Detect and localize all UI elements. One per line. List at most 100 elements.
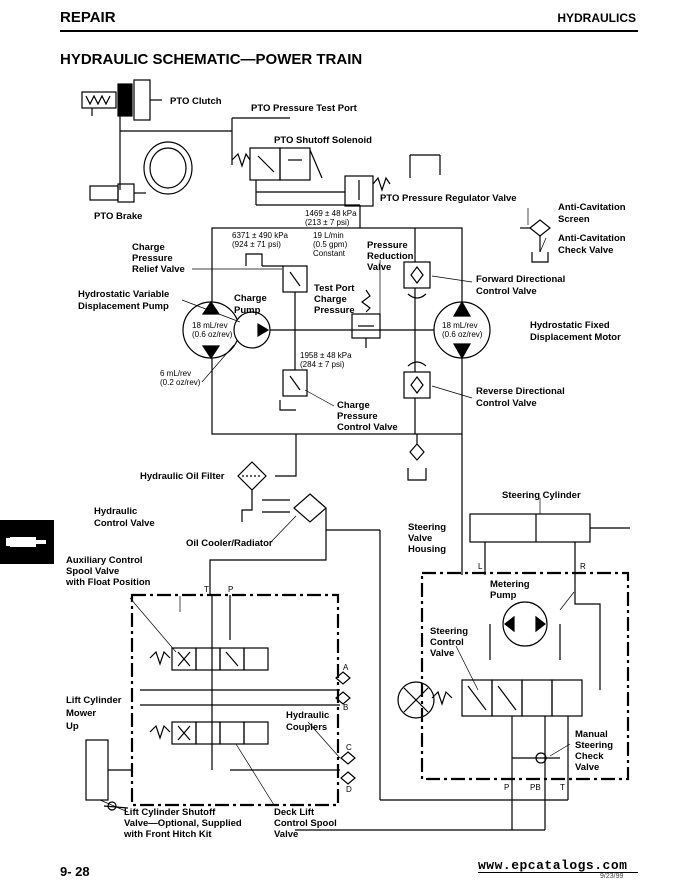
label-test-port-3: Pressure [314, 305, 355, 316]
label-charge-control-3: Control Valve [337, 422, 398, 433]
pto-shutoff-solenoid-symbol [231, 147, 323, 181]
pto-brake-symbol [89, 141, 193, 203]
port-p: P [228, 585, 233, 594]
label-anti-cav-screen-1: Anti-Cavitation [558, 202, 626, 213]
deck-lift-spool-valve-symbol [149, 721, 269, 745]
charge-pump-symbol [233, 311, 271, 349]
value-pump-disp-2: (0.6 oz/rev) [192, 330, 233, 339]
port-r: R [580, 562, 586, 571]
label-manual-check-3: Check [575, 751, 604, 762]
label-pressure-reduction-1: Pressure [367, 240, 408, 251]
label-lift-cyl-3: Up [66, 721, 79, 732]
steering-cylinder-symbol [469, 513, 630, 543]
label-manual-check-2: Steering [575, 740, 613, 751]
label-hyd-couplers-2: Couplers [286, 722, 327, 733]
label-deck-lift-3: Valve [274, 829, 298, 840]
label-anti-cav-check-1: Anti-Cavitation [558, 233, 626, 244]
footer-date: 9/23/99 [600, 873, 624, 880]
value-pto-reg-1: 1469 ± 48 kPa [305, 209, 357, 218]
pto-clutch-symbol [81, 79, 162, 121]
label-steering-housing-3: Housing [408, 544, 446, 555]
auxiliary-spool-valve-symbol [149, 647, 269, 671]
port-t: T [204, 585, 209, 594]
label-lift-shutoff-3: with Front Hitch Kit [123, 829, 212, 840]
value-relief-2: (924 ± 71 psi) [232, 240, 281, 249]
label-charge-relief-1: Charge [132, 242, 165, 253]
value-charge-ctrl-2: (284 ± 7 psi) [300, 360, 345, 369]
label-hyd-control-valve-2: Control Valve [94, 518, 155, 529]
label-charge-control-2: Pressure [337, 411, 378, 422]
label-lift-shutoff-2: Valve—Optional, Supplied [124, 818, 242, 829]
value-pto-reg-2: (213 ± 7 psi) [305, 218, 350, 227]
label-hydro-motor-2: Displacement Motor [530, 332, 621, 343]
value-flow-3: Constant [313, 249, 346, 258]
label-pto-shutoff: PTO Shutoff Solenoid [274, 135, 372, 146]
label-pressure-reduction-2: Reduction [367, 251, 414, 262]
label-charge-pump-1: Charge [234, 293, 267, 304]
label-pto-clutch: PTO Clutch [170, 96, 222, 107]
steering-valve-housing [420, 571, 630, 781]
label-hyd-couplers-1: Hydraulic [286, 710, 329, 721]
label-pressure-reduction-3: Valve [367, 262, 391, 273]
label-hyd-control-valve-1: Hydraulic [94, 506, 137, 517]
label-steering-control-3: Valve [430, 648, 454, 659]
label-anti-cav-screen-2: Screen [558, 214, 590, 225]
metering-pump-symbol [502, 601, 548, 647]
hydraulic-couplers-symbol [335, 671, 356, 785]
lift-cylinder-symbol [85, 739, 132, 811]
label-steering-housing-2: Valve [408, 533, 432, 544]
label-manual-check-4: Valve [575, 762, 599, 773]
label-lift-cyl-2: Mower [66, 708, 96, 719]
label-fwd-dir-1: Forward Directional [476, 274, 565, 285]
label-oil-filter: Hydraulic Oil Filter [140, 471, 225, 482]
label-manual-check-1: Manual [575, 729, 608, 740]
anti-cavitation-symbols [520, 219, 551, 263]
value-relief-1: 6371 ± 490 kPa [232, 231, 289, 240]
hydrostatic-motor-symbol [433, 300, 491, 360]
port-b: B [343, 703, 348, 712]
pto-regulator-symbol [344, 154, 441, 207]
label-test-port-1: Test Port [314, 283, 355, 294]
steering-wheel-symbol [397, 681, 435, 719]
label-deck-lift-1: Deck Lift [274, 807, 315, 818]
label-anti-cav-check-2: Check Valve [558, 245, 613, 256]
port-c: C [346, 743, 352, 752]
charge-control-valve-symbol [279, 330, 308, 411]
hydraulic-control-valve-housing [130, 593, 340, 807]
label-aux-spool-2: Spool Valve [66, 566, 119, 577]
port-d: D [346, 785, 352, 794]
value-charge-disp-2: (0.2 oz/rev) [160, 378, 201, 387]
value-motor-disp-2: (0.6 oz/rev) [442, 330, 483, 339]
label-aux-spool-1: Auxiliary Control [66, 555, 143, 566]
label-oil-cooler: Oil Cooler/Radiator [186, 538, 273, 549]
label-lift-cyl-1: Lift Cylinder [66, 695, 122, 706]
oil-filter-symbol [237, 461, 267, 491]
label-steering-cyl: Steering Cylinder [502, 490, 581, 501]
chapter-header: HYDRAULICS [557, 11, 636, 25]
page-number: 9- 28 [60, 864, 90, 879]
label-fwd-dir-2: Control Valve [476, 286, 537, 297]
value-charge-disp-1: 6 mL/rev [160, 369, 191, 378]
port-a: A [343, 663, 349, 672]
header-rule [60, 30, 638, 32]
label-charge-relief-2: Pressure [132, 253, 173, 264]
section-header: REPAIR [60, 9, 116, 26]
section-tab-cylinder-icon [0, 520, 54, 564]
steering-control-valve-symbol [431, 679, 583, 717]
charge-relief-valve-symbol [245, 253, 308, 330]
manual-check-valve-symbol [512, 752, 560, 764]
label-metering-pump-1: Metering [490, 579, 530, 590]
footer-rule [478, 872, 638, 873]
page-title: HYDRAULIC SCHEMATIC—POWER TRAIN [60, 51, 363, 68]
label-aux-spool-3: with Float Position [65, 577, 151, 588]
port-p-steering: P [504, 783, 509, 792]
reverse-directional-valve-symbol [403, 361, 431, 399]
label-hydro-pump-1: Hydrostatic Variable [78, 289, 169, 300]
port-t-steering: T [560, 783, 565, 792]
reservoir-tank-symbol [407, 434, 427, 481]
label-metering-pump-2: Pump [490, 590, 517, 601]
port-l: L [478, 562, 483, 571]
label-hydro-pump-2: Displacement Pump [78, 301, 169, 312]
oil-cooler-symbol [262, 493, 327, 523]
pressure-reduction-valve-symbol [351, 289, 381, 348]
